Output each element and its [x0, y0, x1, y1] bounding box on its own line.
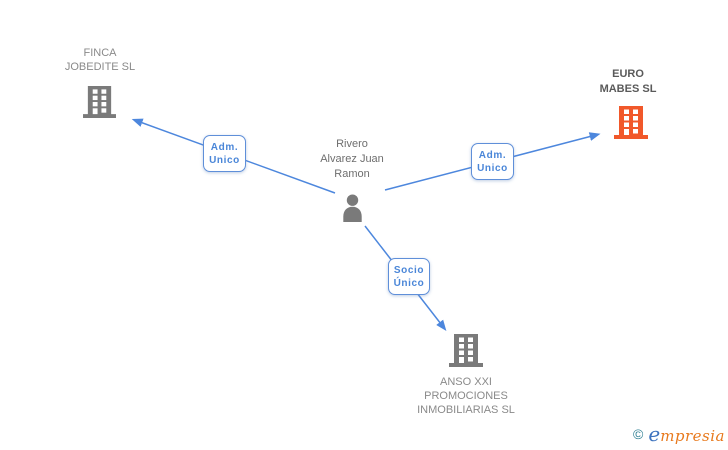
edge-label-adm-unico-left[interactable]: Adm.Unico [203, 135, 246, 172]
building-icon[interactable] [449, 334, 483, 367]
person-icon[interactable] [338, 194, 367, 222]
empresia-watermark: © empresia [633, 422, 725, 446]
empresia-logo[interactable]: empresia [648, 422, 725, 446]
building-icon[interactable] [83, 86, 116, 118]
copyright-symbol: © [633, 426, 644, 442]
building-icon[interactable] [614, 106, 648, 139]
edge-label-adm-unico-right[interactable]: Adm.Unico [471, 143, 514, 180]
